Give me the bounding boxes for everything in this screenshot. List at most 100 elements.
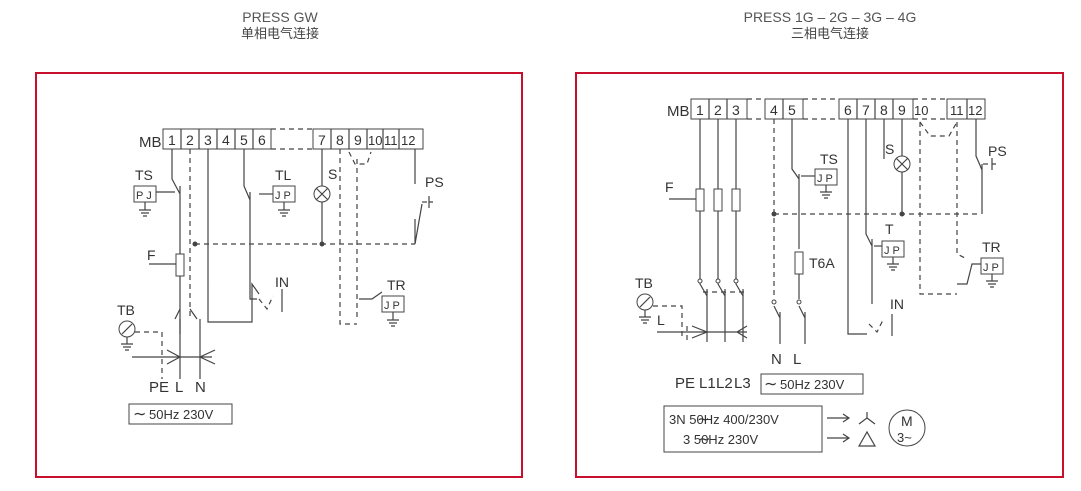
t-jp-text: J P — [884, 245, 900, 257]
ts-ground-right — [820, 185, 832, 199]
terminal-strip-r-a — [690, 98, 748, 120]
t6a-label: T6A — [809, 255, 835, 271]
s-label: S — [328, 166, 337, 182]
terminal-7: 7 — [318, 132, 326, 148]
left-diagram-panel: MB 1 2 3 4 5 6 7 8 9 10 11 12 TS P J F T… — [35, 72, 523, 478]
l2-label: L2 — [716, 375, 733, 392]
cable-crossing-right — [657, 325, 748, 339]
switch-nl — [773, 305, 806, 344]
wire-terminal-12-r — [975, 119, 983, 214]
ac-wave-icon-opt2: ∼ — [698, 431, 711, 448]
wire-terminal-10-11 — [919, 122, 968, 295]
voltage-options-box — [663, 405, 823, 453]
fuse-t6a-icon — [794, 251, 804, 275]
bridge-10-11 — [919, 121, 958, 137]
tb-label: TB — [117, 302, 135, 318]
bridge-8-9 — [348, 151, 372, 165]
option-1-label: 3N 50Hz 400/230V — [669, 412, 779, 427]
right-diagram-panel: MB 1 2 3 4 5 6 7 8 9 10 11 12 F TS J P T… — [575, 72, 1064, 478]
ac-wave-icon-opt1: ∼ — [697, 411, 710, 428]
supply-label: 50Hz 230V — [149, 407, 214, 422]
terminal-12: 12 — [401, 133, 415, 148]
rterm-1: 1 — [696, 102, 704, 118]
tr-label: TR — [387, 277, 406, 293]
terminal-strip-r-d — [946, 98, 986, 120]
contact-l2 — [715, 278, 721, 284]
tr-jp-text-right: J P — [983, 262, 999, 274]
ts-label: TS — [135, 167, 153, 183]
supply-wires — [179, 319, 201, 379]
tr-ground-icon — [387, 312, 399, 327]
terminal-2: 2 — [186, 132, 194, 148]
tb-label-right: TB — [635, 275, 653, 291]
tr-switch — [359, 291, 383, 300]
contact-n — [771, 299, 777, 305]
ts-jp-text-right: J P — [817, 173, 833, 185]
pe-wire — [135, 331, 163, 379]
pe-wire-right — [653, 305, 688, 344]
ts-pj-text: P J — [136, 190, 152, 202]
terminal-9: 9 — [354, 132, 362, 148]
wire-l1 — [699, 119, 708, 342]
left-title: PRESS GW 单相电气连接 — [180, 8, 380, 44]
terminal-strip-r-b — [764, 98, 804, 120]
rterm-3: 3 — [732, 102, 740, 118]
rterm-8: 8 — [880, 102, 888, 118]
terminal-strip-b — [312, 128, 424, 150]
terminal-numbers: 1 2 3 4 5 6 7 8 9 10 11 12 — [168, 132, 415, 148]
t-ground-icon — [887, 257, 899, 271]
tl-label: TL — [275, 167, 292, 183]
in-label: IN — [275, 274, 289, 290]
rterm-5: 5 — [788, 102, 796, 118]
main-switch — [174, 308, 198, 320]
n-label: N — [195, 379, 206, 396]
tb-ground-icon — [121, 337, 133, 351]
ps-symbol — [428, 196, 433, 208]
tb-ground-right — [639, 310, 651, 324]
terminal-strip-gap — [271, 128, 313, 150]
terminal-1: 1 — [168, 132, 176, 148]
ts-label-right: TS — [820, 151, 838, 167]
contact-l3 — [733, 278, 739, 284]
terminal-dividers-right — [708, 99, 968, 119]
ts-ground-icon — [139, 202, 151, 217]
f-label: F — [147, 247, 156, 263]
ps-label: PS — [425, 174, 444, 190]
rterm-4: 4 — [770, 102, 778, 118]
terminal-8: 8 — [336, 132, 344, 148]
single-phase-wiring-diagram: MB 1 2 3 4 5 6 7 8 9 10 11 12 TS P J F T… — [117, 128, 444, 425]
tl-ground-icon — [278, 202, 290, 217]
three-phase-wiring-diagram: MB 1 2 3 4 5 6 7 8 9 10 11 12 F TS J P T… — [635, 98, 1007, 453]
mb-label: MB — [139, 134, 162, 151]
wire-terminal-5-r — [791, 119, 800, 249]
right-title-sub: 三相电气连接 — [790, 27, 869, 42]
rterm-10: 10 — [914, 103, 928, 118]
terminal-4: 4 — [222, 132, 230, 148]
supply-box-right — [760, 373, 864, 395]
tr-ground-right — [986, 274, 998, 288]
ps-label-right: PS — [988, 143, 1007, 159]
terminal-dividers — [180, 129, 400, 149]
cable-crossing — [132, 349, 216, 365]
lamp-cross — [315, 187, 329, 201]
terminal-11: 11 — [384, 133, 398, 148]
motor-3-label: 3~ — [897, 430, 912, 445]
right-title: PRESS 1G – 2G – 3G – 4G 三相电气连接 — [680, 8, 980, 44]
in-switch-dash-r — [868, 319, 884, 334]
option-2-label: 3 50Hz 230V — [683, 432, 758, 447]
left-title-main: PRESS GW — [242, 9, 318, 25]
l1-label: L1 — [699, 375, 716, 392]
mb-label-right: MB — [667, 103, 690, 120]
wire-terminal-5 — [243, 149, 257, 300]
terminal-strip-r-gaps — [747, 98, 947, 120]
lamp-cross-right — [895, 157, 909, 171]
rterm-2: 2 — [714, 102, 722, 118]
motor-m-label: M — [901, 413, 913, 429]
junction-dot-1 — [192, 241, 198, 247]
t-label: T — [885, 221, 894, 237]
contact-l — [796, 299, 802, 305]
l-label-right: L — [793, 351, 801, 368]
wire-l2 — [717, 119, 726, 342]
supply-box — [128, 403, 233, 425]
tb-terminal-slash — [121, 323, 133, 335]
